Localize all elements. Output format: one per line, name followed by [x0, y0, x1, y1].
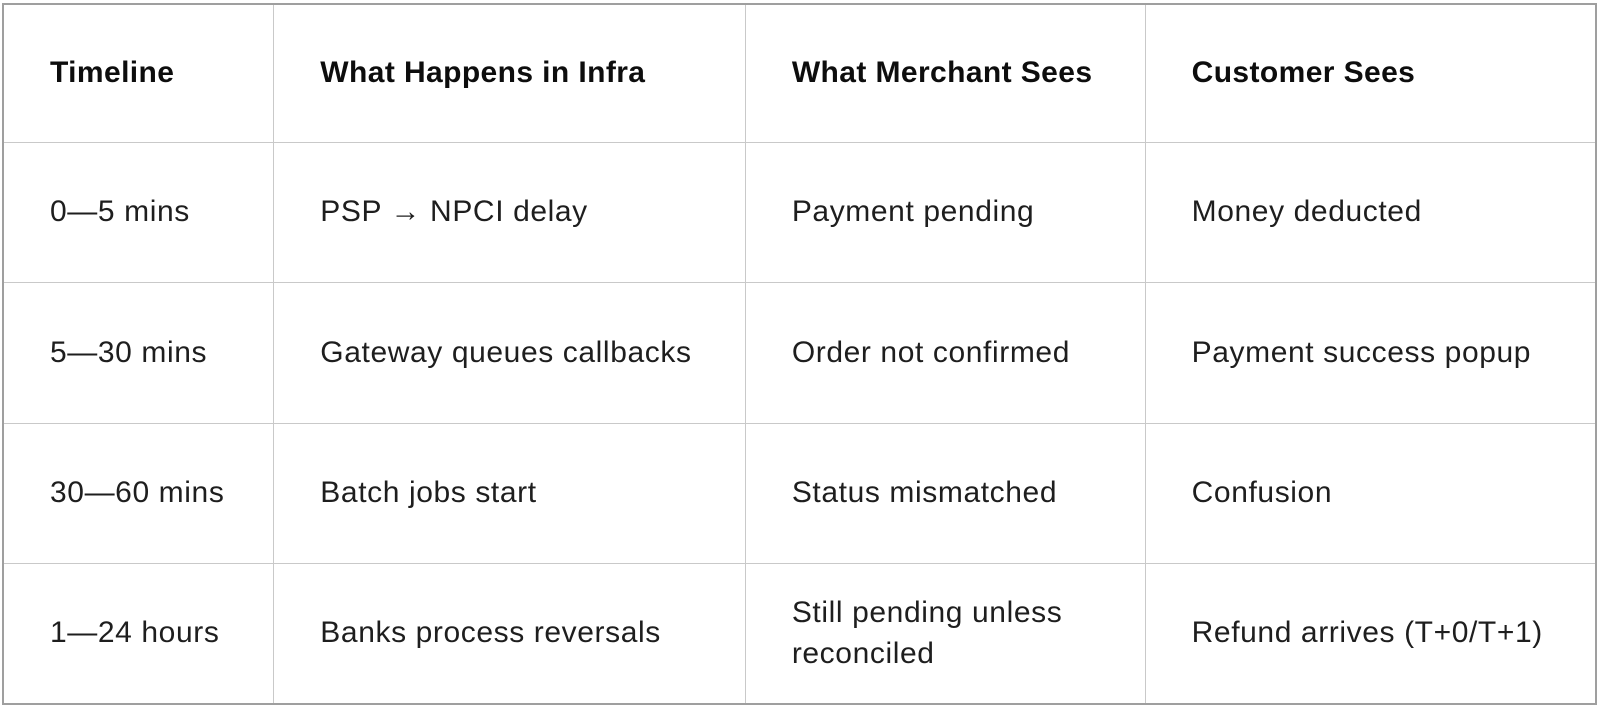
cell-merchant: Still pending unless reconciled	[744, 563, 1146, 705]
cell-infra: Batch jobs start	[273, 422, 746, 564]
table-row: 30—60 mins Batch jobs start Status misma…	[2, 422, 1597, 564]
cell-timeline: 5—30 mins	[2, 282, 275, 424]
cell-customer: Confusion	[1144, 422, 1597, 564]
cell-merchant: Order not confirmed	[744, 282, 1146, 424]
table-row: 0—5 mins PSP → NPCI delay Payment pendin…	[2, 141, 1597, 283]
payment-delay-table: Timeline What Happens in Infra What Merc…	[2, 3, 1597, 705]
cell-timeline: 0—5 mins	[2, 141, 275, 283]
cell-infra: Banks process reversals	[273, 563, 746, 705]
cell-timeline: 30—60 mins	[2, 422, 275, 564]
cell-customer: Money deducted	[1144, 141, 1597, 283]
table-body: 0—5 mins PSP → NPCI delay Payment pendin…	[2, 141, 1597, 705]
column-header-timeline: Timeline	[2, 3, 275, 143]
table-row: 1—24 hours Banks process reversals Still…	[2, 563, 1597, 705]
header-row: Timeline What Happens in Infra What Merc…	[2, 3, 1597, 143]
table-header: Timeline What Happens in Infra What Merc…	[2, 3, 1597, 143]
cell-merchant: Payment pending	[744, 141, 1146, 283]
table-row: 5—30 mins Gateway queues callbacks Order…	[2, 282, 1597, 424]
cell-timeline: 1—24 hours	[2, 563, 275, 705]
cell-customer: Payment success popup	[1144, 282, 1597, 424]
cell-customer: Refund arrives (T+0/T+1)	[1144, 563, 1597, 705]
column-header-merchant: What Merchant Sees	[744, 3, 1146, 143]
column-header-customer: Customer Sees	[1144, 3, 1597, 143]
cell-infra: PSP → NPCI delay	[273, 141, 746, 283]
payment-delay-table-container: Timeline What Happens in Infra What Merc…	[2, 3, 1597, 705]
column-header-infra: What Happens in Infra	[273, 3, 746, 143]
cell-infra: Gateway queues callbacks	[273, 282, 746, 424]
cell-merchant: Status mismatched	[744, 422, 1146, 564]
